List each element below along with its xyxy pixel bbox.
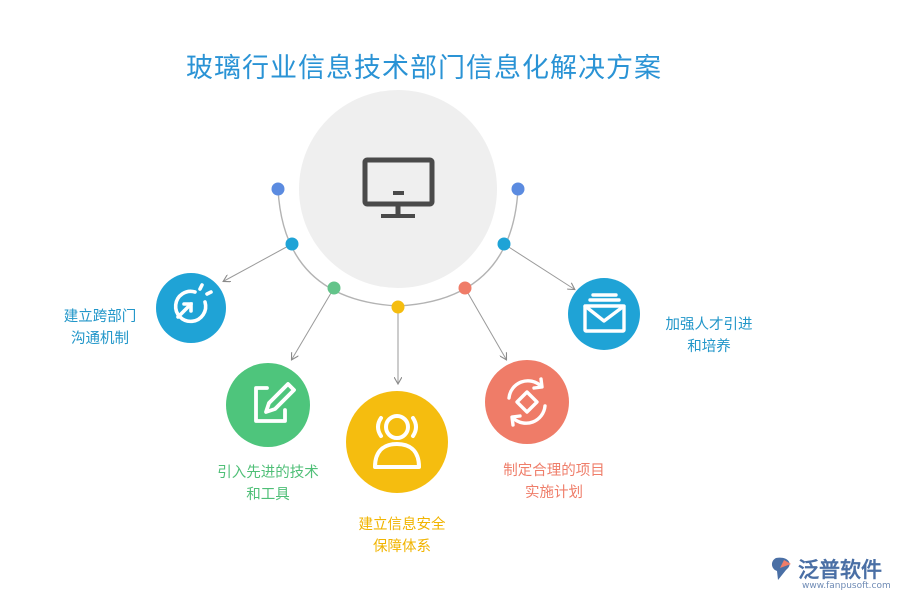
label-line: 建立跨部门 [63,309,137,325]
dot [327,281,341,295]
center-circle [299,90,497,288]
label-tools: 引入先进的技术 和工具 [194,462,342,506]
label-plan: 制定合理的项目 实施计划 [484,460,624,504]
dot [391,300,405,314]
dot [458,281,472,295]
label-cross-dept: 建立跨部门 沟通机制 [40,306,160,350]
logo-url: www.fanpusoft.com [802,581,891,591]
arrow-talent [503,243,574,289]
cycle-icon [507,377,547,427]
logo-mark-icon [771,557,791,580]
label-line: 引入先进的技术 [217,465,319,481]
label-line: 制定合理的项目 [503,463,605,479]
monitor-icon [362,157,435,218]
label-security: 建立信息安全 保障体系 [332,514,472,558]
dot [511,182,525,196]
label-line: 和工具 [246,487,290,503]
arrow-plan [464,287,506,359]
label-line: 保障体系 [373,539,431,555]
logo-name: 泛普软件 [798,558,882,582]
arrow-cross-dept [224,243,293,281]
page-title: 玻璃行业信息技术部门信息化解决方案 [186,53,662,84]
talent-circle [568,278,640,350]
label-talent: 加强人才引进 和培养 [644,314,774,358]
label-line: 和培养 [687,339,731,355]
brand-logo: 泛普软件 www.fanpusoft.com [766,554,896,598]
arrows [224,243,574,383]
label-line: 加强人才引进 [665,317,753,333]
dot [285,237,299,251]
label-line: 实施计划 [525,485,583,501]
user-icon [373,414,421,469]
label-line: 建立信息安全 [358,517,446,533]
label-line: 沟通机制 [71,331,129,347]
plan-circle [485,360,569,444]
arrow-tools [292,287,335,359]
edit-icon [254,382,296,423]
dot [271,182,285,196]
dot [497,237,511,251]
mail-icon [583,293,626,333]
refresh-arrow-icon [173,283,213,324]
